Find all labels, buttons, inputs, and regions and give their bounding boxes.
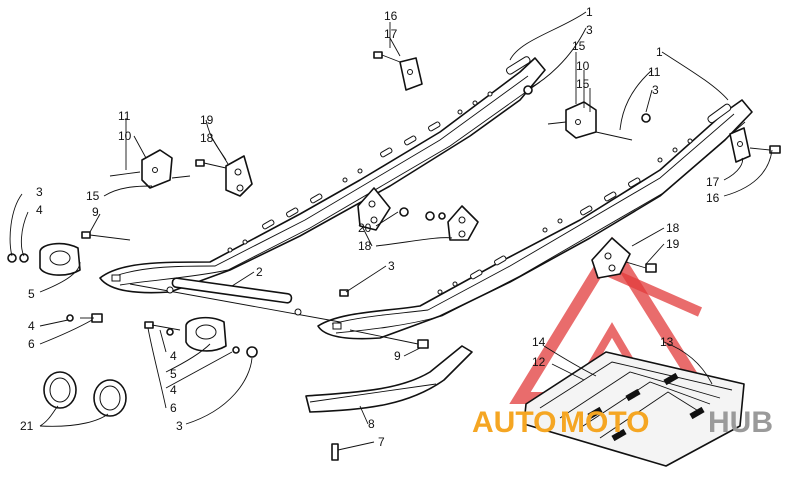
callout-3-center: 3 (388, 259, 395, 273)
callout-15-upper: 15 (572, 39, 586, 53)
callout-16-right: 16 (706, 191, 720, 205)
callout-9-left: 9 (92, 205, 99, 219)
bushing-left (39, 242, 81, 276)
hardware (7, 51, 781, 461)
callout-12: 12 (532, 355, 546, 369)
callout-13: 13 (660, 335, 674, 349)
right-rail-holes (437, 138, 693, 295)
hose-clamps (43, 371, 127, 417)
callout-19-upper: 19 (200, 113, 214, 127)
watermark-brand-moto: MOTO (560, 406, 649, 439)
callout-18-center: 18 (358, 239, 372, 253)
callout-20: 20 (358, 221, 372, 235)
left-rail-holes (227, 91, 493, 253)
bracket-center-right (447, 205, 479, 241)
callout-3-left: 3 (36, 185, 43, 199)
callout-4-left: 4 (36, 203, 43, 217)
callout-17-right: 17 (706, 175, 720, 189)
callout-18-right: 18 (666, 221, 680, 235)
drive-track (523, 351, 745, 467)
mount-block-center (565, 101, 597, 139)
watermark-brand-hub: HUB (708, 406, 773, 439)
bracket-center (357, 187, 391, 231)
callout-3-right: 3 (652, 83, 659, 97)
callout-18-upper: 18 (200, 131, 214, 145)
bracket-upper-left (225, 155, 253, 197)
callout-1-top: 1 (586, 5, 593, 19)
callout-4-lower-2: 4 (170, 383, 177, 397)
callout-10-left: 10 (118, 129, 132, 143)
callout-3-top: 3 (586, 23, 593, 37)
left-slide-rail (99, 56, 546, 294)
callout-15-left: 15 (86, 189, 100, 203)
mount-block-top (399, 57, 423, 91)
callout-1-right: 1 (656, 45, 663, 59)
bracket-right (591, 237, 631, 279)
callout-5-left: 5 (28, 287, 35, 301)
callout-19-right: 19 (666, 237, 680, 251)
callout-6-lower: 6 (170, 401, 177, 415)
callout-5-lower: 5 (170, 367, 177, 381)
callout-labels: 16 17 1 3 15 10 15 1 11 3 11 10 19 18 17… (20, 5, 720, 449)
callout-10-upper: 10 (576, 59, 590, 73)
right-slide-rail (317, 99, 753, 340)
callout-14: 14 (532, 335, 546, 349)
callout-21: 21 (20, 419, 34, 433)
callout-15-upper-2: 15 (576, 77, 590, 91)
bushing-lower (185, 316, 227, 352)
callout-16-top: 16 (384, 9, 398, 23)
callout-11-left: 11 (118, 109, 131, 123)
callout-2: 2 (256, 265, 263, 279)
callout-17-top: 17 (384, 27, 398, 41)
callout-11-right: 11 (648, 65, 661, 79)
slider-wear-strip (305, 345, 473, 413)
mount-block-left (141, 149, 173, 189)
watermark-text: AUTO MOTO HUB (472, 406, 773, 439)
callout-9-lower: 9 (394, 349, 401, 363)
callout-4-lower: 4 (170, 349, 177, 363)
callout-4-lower-left: 4 (28, 319, 35, 333)
watermark-brand-auto: AUTO (472, 406, 556, 439)
mount-block-right (729, 127, 751, 163)
leader-lines (9, 11, 773, 451)
callout-3-lower: 3 (176, 419, 183, 433)
callout-7: 7 (378, 435, 385, 449)
callout-6-lower-left: 6 (28, 337, 35, 351)
callout-8: 8 (368, 417, 375, 431)
